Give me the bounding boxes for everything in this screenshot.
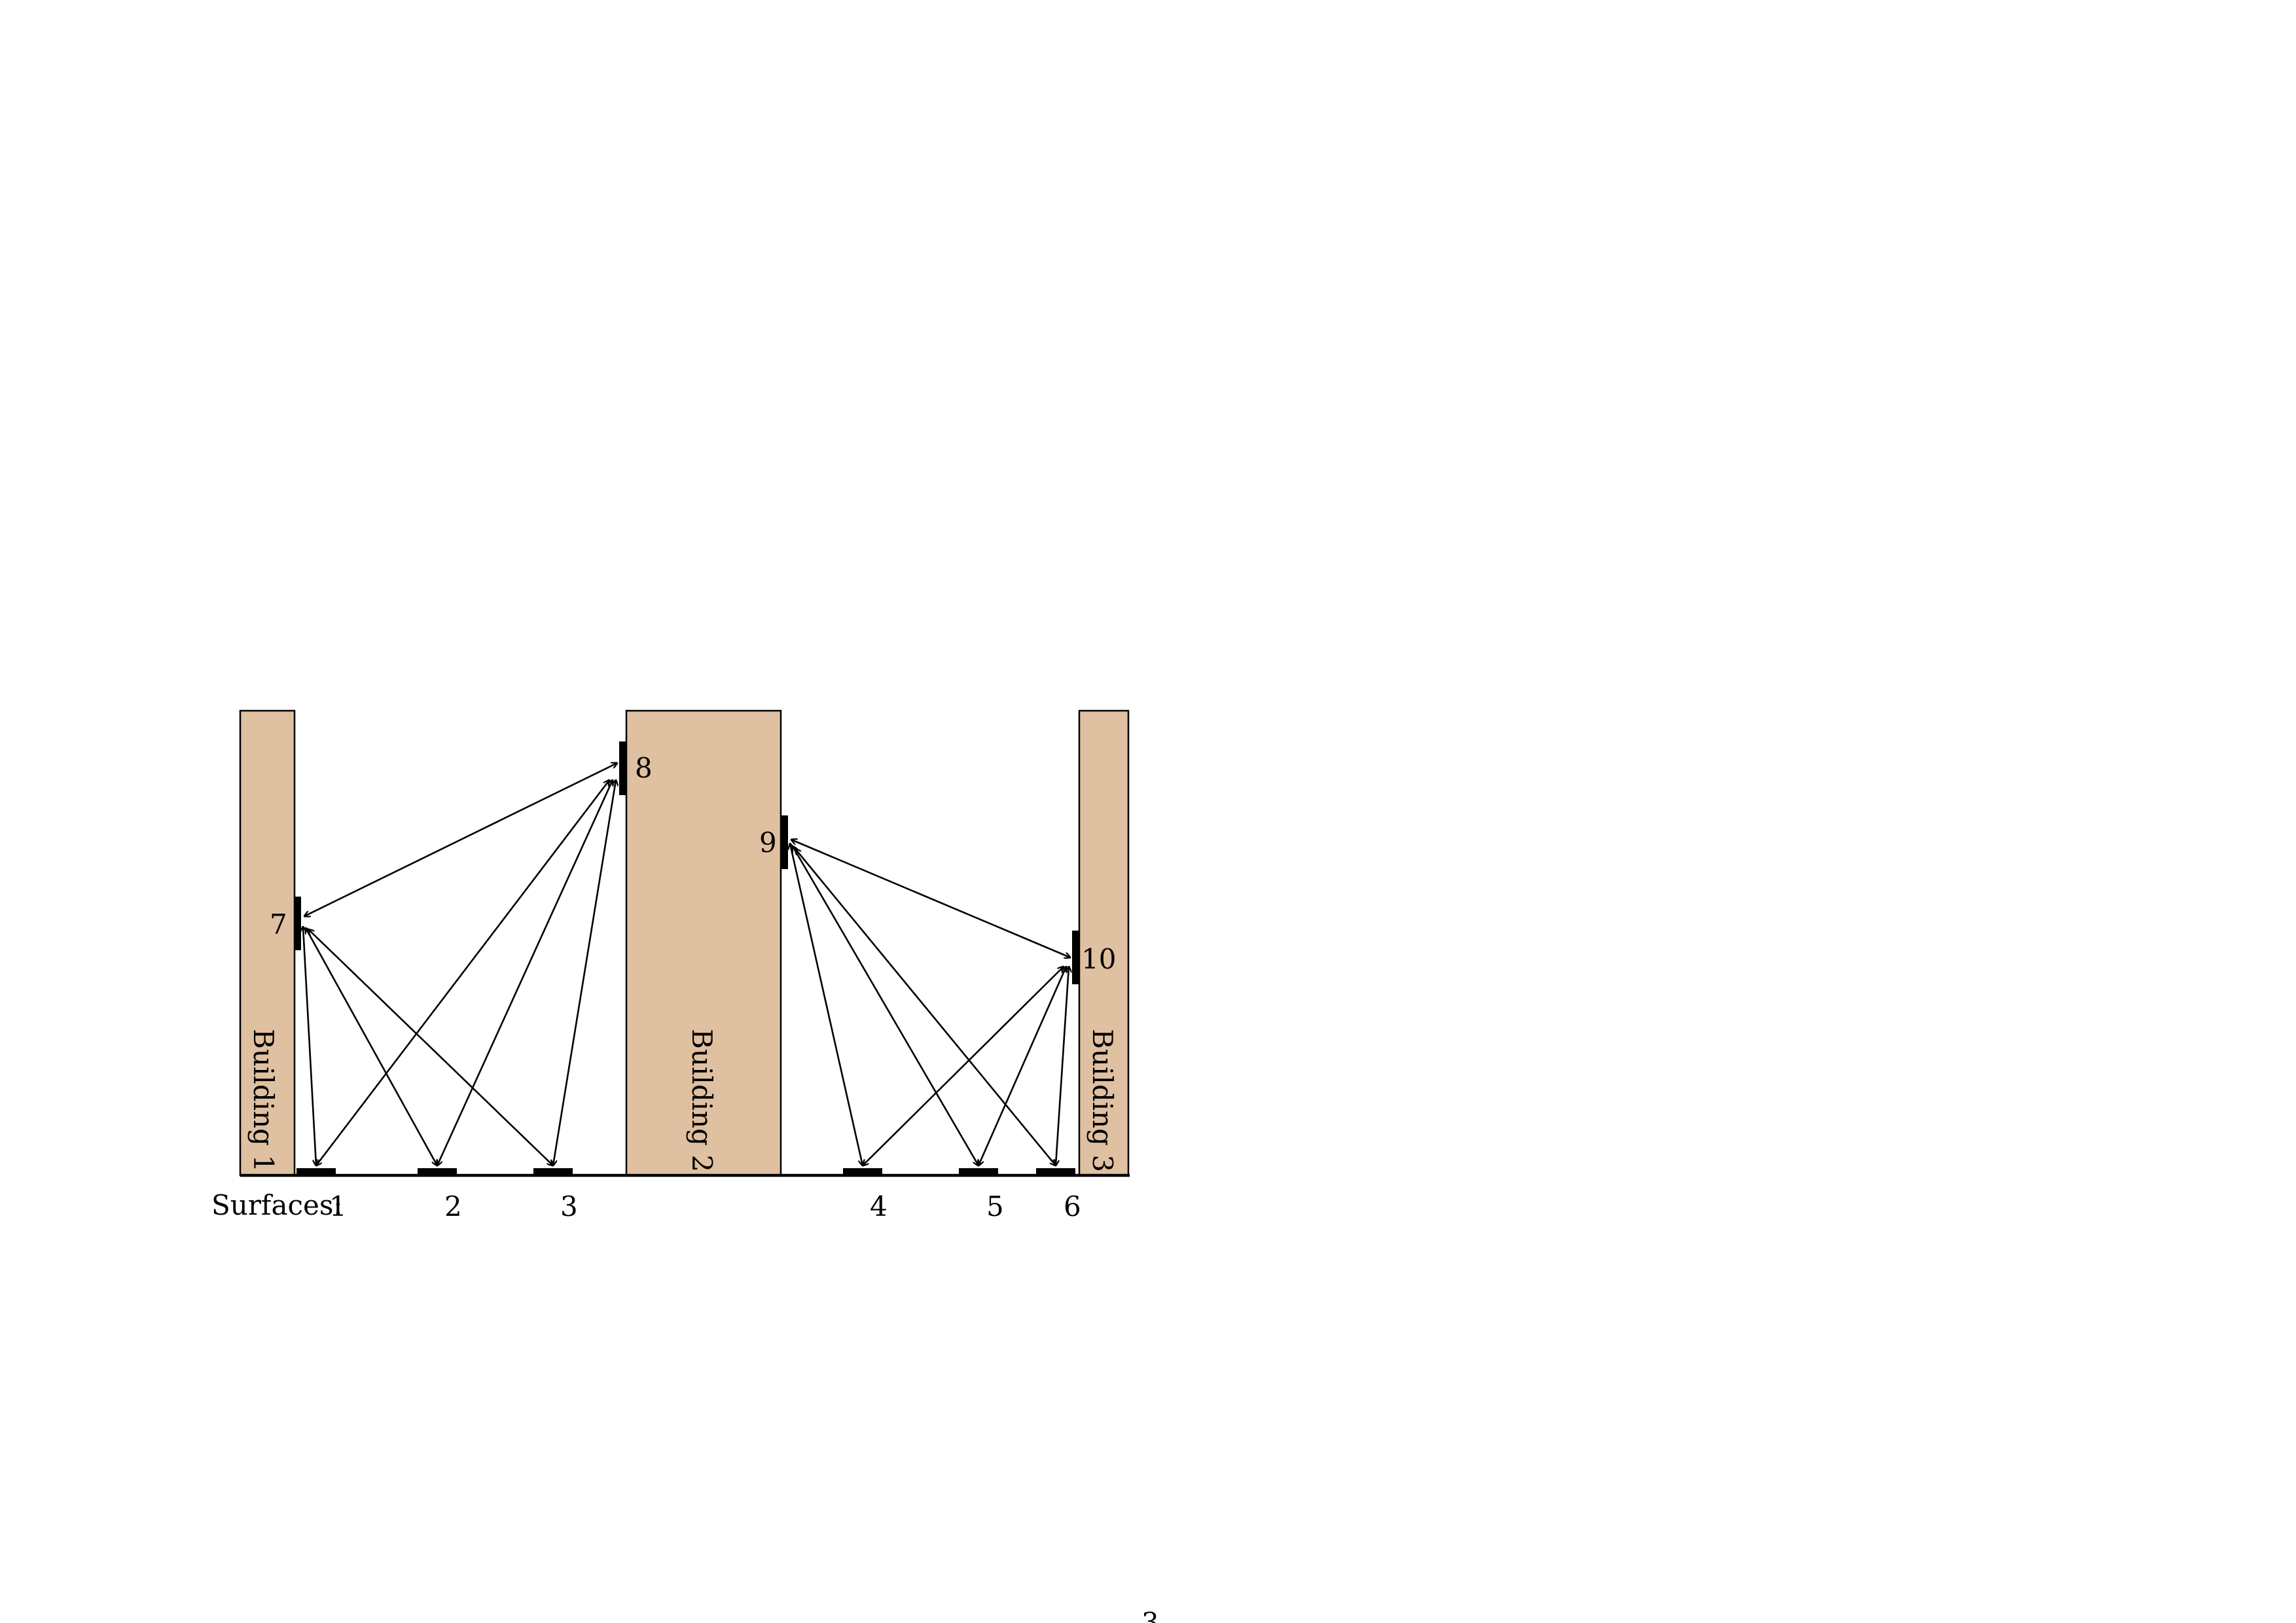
building-1-label: Building 1 <box>247 1029 279 1172</box>
building-2 <box>625 709 782 1177</box>
ray-9-10 <box>791 840 1070 957</box>
wall-surface-label-9: 9 <box>759 827 777 859</box>
ground-surface-label-1: 1 <box>329 1190 347 1222</box>
ray-8-3 <box>553 780 616 1166</box>
surface-patch-10 <box>1072 931 1079 984</box>
page-number: 3 <box>1141 1607 1159 1623</box>
ray-9-5 <box>793 846 978 1166</box>
ground-surface-label-4: 4 <box>870 1190 888 1222</box>
surface-patch-9 <box>781 815 788 869</box>
surface-patch-5 <box>959 1168 998 1175</box>
ray-7-1 <box>303 927 316 1166</box>
building-1 <box>239 709 296 1177</box>
ray-10-6 <box>1056 967 1069 1166</box>
ground-surface-label-3: 3 <box>560 1190 578 1222</box>
ray-9-4 <box>790 844 863 1166</box>
ray-7-3 <box>308 929 553 1166</box>
wall-surface-label-8: 8 <box>635 752 653 784</box>
ray-7-8 <box>304 763 617 916</box>
surface-patch-1 <box>296 1168 336 1175</box>
ground-surface-label-2: 2 <box>444 1190 462 1222</box>
surface-patches <box>295 741 1079 1175</box>
ray-10-5 <box>978 967 1066 1166</box>
wall-surface-label-10: 10 <box>1081 943 1116 975</box>
surface-patch-6 <box>1036 1168 1075 1175</box>
surface-patch-8 <box>619 741 626 795</box>
building-3-label: Building 3 <box>1086 1029 1119 1172</box>
buildings-layer <box>239 709 1130 1177</box>
wall-surface-label-7: 7 <box>270 908 287 940</box>
surface-patch-3 <box>533 1168 573 1175</box>
surface-patch-2 <box>418 1168 457 1175</box>
ray-10-4 <box>863 967 1064 1166</box>
ray-7-2 <box>306 928 437 1166</box>
surface-patch-4 <box>843 1168 882 1175</box>
surface-patch-7 <box>295 897 301 950</box>
ground-surface-label-5: 5 <box>986 1190 1004 1222</box>
surfaces-caption: Surfaces: <box>211 1189 343 1221</box>
building-2-label: Building 2 <box>686 1029 718 1172</box>
ground-surface-label-6: 6 <box>1064 1190 1081 1222</box>
building-3 <box>1078 709 1130 1177</box>
exchange-rays <box>303 763 1070 1166</box>
